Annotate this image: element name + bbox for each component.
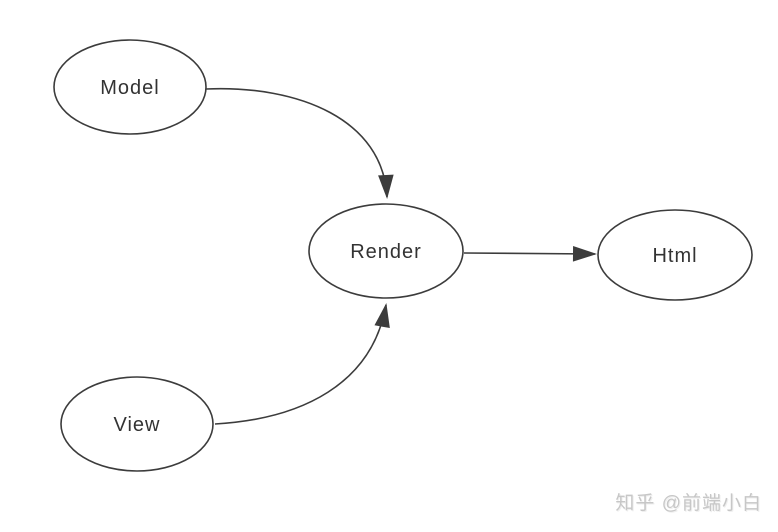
edge-render-to-html: [463, 246, 597, 262]
watermark: 知乎 @前端小白: [615, 493, 762, 514]
arrow-path-render-html: [463, 246, 597, 262]
node-html: Html: [597, 209, 753, 301]
node-view: View: [60, 376, 214, 472]
node-model: Model: [53, 39, 207, 135]
node-model-label: Model: [100, 77, 159, 99]
node-view-ellipse: [60, 376, 214, 472]
node-view-label: View: [114, 414, 161, 436]
edge-model-to-render: [205, 87, 394, 199]
node-render-ellipse: [308, 203, 464, 299]
arrow-path-model-render: [205, 87, 394, 199]
node-html-label: Html: [652, 245, 697, 267]
node-render-label: Render: [350, 241, 422, 263]
node-model-ellipse: [53, 39, 207, 135]
edge-view-to-render: [214, 303, 390, 425]
arrow-path-view-render: [214, 303, 390, 425]
node-html-ellipse: [597, 209, 753, 301]
node-render: Render: [308, 203, 464, 299]
